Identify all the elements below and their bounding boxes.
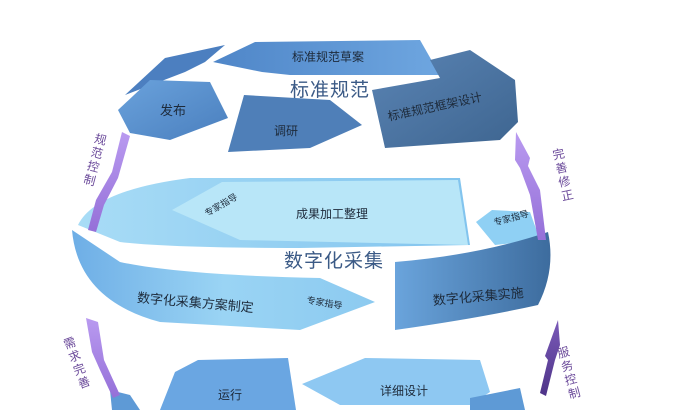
step-publish: 发布: [160, 104, 187, 119]
shape-publish: [118, 80, 228, 140]
section-title-digitization: 数字化采集: [284, 250, 385, 272]
step-detailed-design: 详细设计: [380, 384, 429, 398]
shape-research: [228, 95, 362, 152]
arrow-requirement-improve: [86, 318, 120, 398]
step-result-processing: 成果加工整理: [296, 207, 369, 221]
step-research: 调研: [274, 124, 299, 138]
arrow-standard-control: [88, 132, 130, 232]
shape-bottom-right: [470, 388, 525, 410]
ribbon-digitization-lower: [72, 230, 375, 330]
tab-expert-guidance-right: [476, 210, 540, 245]
ribbon-implementation: [395, 232, 551, 330]
arrow-detailed-design: [302, 358, 490, 405]
arrow-improve-correct: [515, 132, 546, 240]
ribbon-standards-draft: [213, 40, 440, 75]
arrow-service-control: [540, 320, 560, 396]
arrow-result-processing: [172, 180, 468, 245]
section-title-standards: 标准规范: [290, 79, 371, 101]
ribbon-top-right: [372, 50, 518, 148]
step-standards-draft: 标准规范草案: [292, 50, 365, 64]
shape-operation: [160, 358, 296, 410]
step-operation: 运行: [218, 388, 243, 402]
